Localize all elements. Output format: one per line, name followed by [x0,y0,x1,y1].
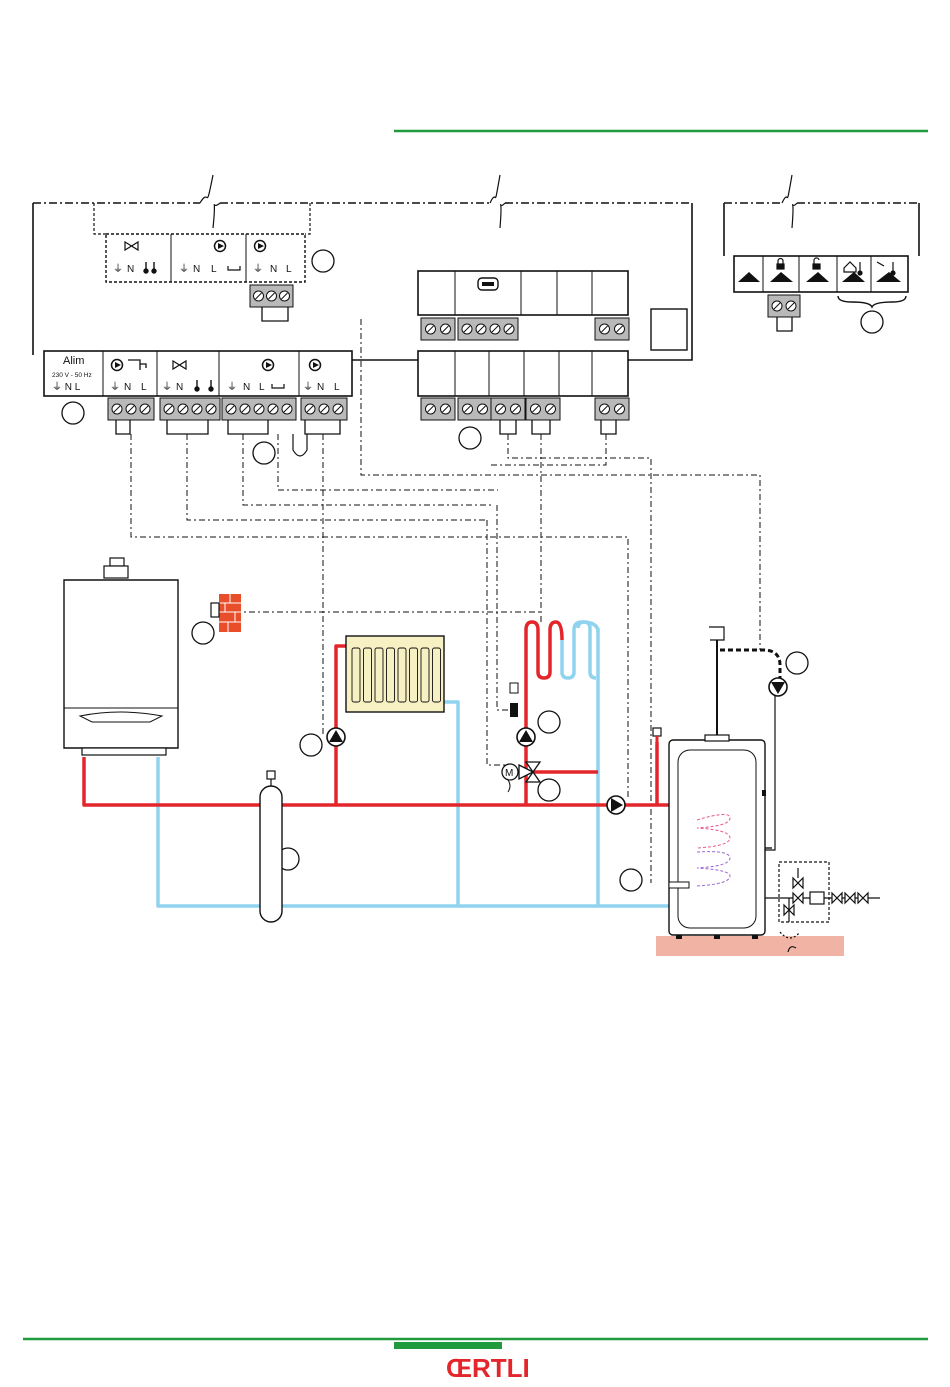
neutral-label: N [243,382,250,393]
control-cabinet-right [724,203,919,256]
wire-stub [305,420,340,434]
earth-label: ⏚ [253,263,263,275]
center-module-bottom [418,351,628,396]
wire-stub [532,420,550,434]
wire-stub [228,420,268,434]
wire-stub [500,420,516,434]
earth-label: ⏚ [113,263,123,275]
wire-loop [293,434,307,456]
motor-valve-icon: M [502,762,540,792]
earth-label: ⏚ [162,381,172,393]
dhw-loop-dashed [720,650,780,680]
bottle-icon [260,771,282,922]
live-label: L [211,264,217,275]
earth-label: ⏚ [110,381,120,393]
wire-stub [777,317,792,331]
outdoor-sensor-icon [211,594,241,632]
boiler-icon [64,558,178,755]
break-marks [200,175,797,228]
live-label: L [259,382,265,393]
live-label: L [286,264,292,275]
wire-stub [167,420,208,434]
supply-rating: 230 V - 50 Hz [52,372,92,379]
sensor-icon [510,683,518,717]
right-module [734,256,908,292]
wire-stub [116,420,130,434]
tank-icon [656,627,844,956]
earth-label: ⏚ [227,381,237,393]
wire-stub [262,307,288,321]
earth-label: ⏚ [303,381,313,393]
interface-box [651,309,687,350]
svg-text:M: M [505,768,513,779]
neutral-label: N [193,264,200,275]
brand-logo: ŒRTLI [446,1353,530,1383]
bus-icon [478,278,498,290]
air-vent-icon [653,728,661,744]
neutral-label: N [317,382,324,393]
earth-label: ⏚ [179,263,189,275]
center-module-top [418,271,628,315]
live-label: L [334,382,340,393]
neutral-label: N [270,264,277,275]
supply-terminals: ⏚ N L [52,381,81,393]
neutral-label: N [176,382,183,393]
supply-title: Alim [63,355,84,367]
dhw-loop-return [765,695,775,850]
wire-stub [601,420,616,434]
footer-accent-bar [394,1342,502,1349]
right-module-brace [838,296,906,307]
neutral-label: N [124,382,131,393]
live-label: L [141,382,147,393]
radiator-icon [346,636,444,712]
neutral-label: N [127,264,134,275]
